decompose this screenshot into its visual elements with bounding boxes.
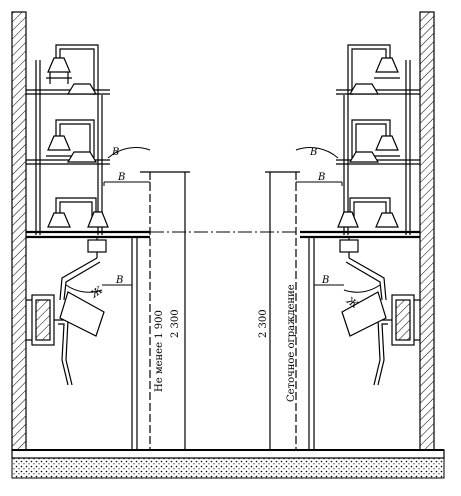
label-b-left-low: В	[115, 275, 123, 286]
label-mesh-fence: Сеточное ограждение	[286, 284, 297, 402]
floor-slab	[11, 449, 445, 479]
label-b-right-top: В	[309, 147, 317, 158]
label-b-right-mid: В	[317, 172, 325, 183]
left-cell	[26, 44, 190, 450]
label-b-left-top: В	[111, 147, 119, 158]
label-height-left: 2 300	[170, 309, 181, 338]
right-cell	[265, 44, 420, 450]
label-min-height: Не менее 1 900	[154, 310, 165, 392]
left-dimensions	[65, 147, 151, 293]
label-zh-left: Ж	[89, 285, 106, 301]
label-b-right-low: В	[321, 275, 329, 286]
label-b-left-mid: В	[117, 172, 125, 183]
left-wall	[11, 11, 27, 451]
right-wall	[419, 11, 435, 451]
right-dimensions	[295, 147, 381, 293]
label-height-right: 2 300	[258, 309, 269, 338]
